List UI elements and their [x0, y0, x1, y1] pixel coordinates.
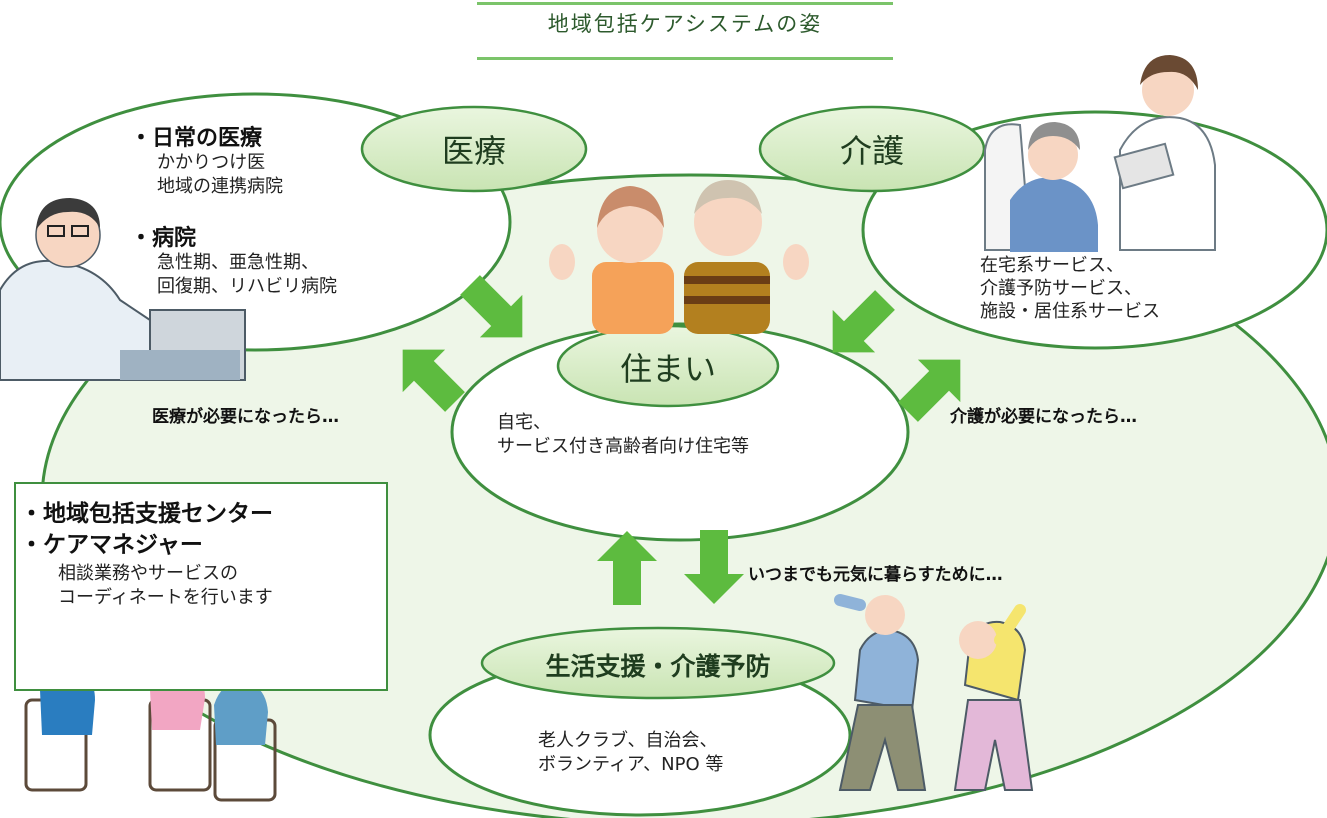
- center-line-consultation: 相談業務やサービスの: [58, 563, 238, 584]
- caption-healthy-living: いつまでも元気に暮らすために…: [748, 565, 1003, 585]
- care-line-facility-services: 施設・居住系サービス: [980, 301, 1160, 322]
- community-center-box: [14, 482, 388, 691]
- medical-line-family-doctor: かかりつけ医: [157, 152, 266, 173]
- care-line-prevention-services: 介護予防サービス、: [980, 278, 1142, 299]
- medical-pill: [360, 105, 588, 193]
- arrow-to-medical-from-housing: [402, 349, 465, 412]
- support-label: 生活支援・介護予防: [545, 652, 771, 681]
- caption-care-need: 介護が必要になったら…: [950, 407, 1137, 427]
- medical-line-rehab: 回復期、リハビリ病院: [157, 276, 337, 297]
- care-pill: [758, 105, 986, 193]
- housing-line-home: 自宅、: [497, 412, 551, 433]
- care-label: 介護: [839, 132, 904, 170]
- housing-line-elderly-housing: サービス付き高齢者向け住宅等: [497, 436, 749, 457]
- caption-medical-need: 医療が必要になったら…: [152, 407, 339, 427]
- center-bullet-support-center: ・地域包括支援センター: [20, 501, 273, 527]
- arrow-down-to-support: [684, 530, 744, 604]
- medical-label: 医療: [441, 132, 506, 170]
- care-line-home-services: 在宅系サービス、: [980, 255, 1124, 276]
- medical-bullet-hospital: ・病院: [130, 226, 197, 251]
- center-bullet-care-manager: ・ケアマネジャー: [20, 532, 203, 558]
- housing-label: 住まい: [619, 350, 716, 388]
- medical-line-phases: 急性期、亜急性期、: [157, 252, 319, 273]
- medical-line-partner-hospital: 地域の連携病院: [157, 176, 283, 197]
- page-title: 地域包括ケアシステムの姿: [547, 12, 823, 36]
- arrow-to-care-from-housing: [898, 359, 961, 422]
- support-line-volunteers: ボランティア、NPO 等: [538, 754, 724, 775]
- caregiver-patient-illustration: [984, 55, 1216, 252]
- center-line-coordination: コーディネートを行います: [58, 587, 273, 608]
- arrow-up-to-housing: [597, 531, 657, 605]
- elderly-couple-illustration: [549, 180, 809, 334]
- doctor-illustration: [0, 198, 246, 381]
- medical-bullet-daily: ・日常の医療: [130, 126, 263, 151]
- arrow-to-housing-from-care: [832, 290, 895, 353]
- title-rule-bottom: [477, 57, 893, 60]
- support-pill: [480, 626, 836, 700]
- arrow-to-housing-from-medical: [460, 275, 523, 338]
- exercise-illustration: [834, 594, 1034, 791]
- title-rule-top: [477, 2, 893, 5]
- support-line-clubs: 老人クラブ、自治会、: [538, 730, 718, 751]
